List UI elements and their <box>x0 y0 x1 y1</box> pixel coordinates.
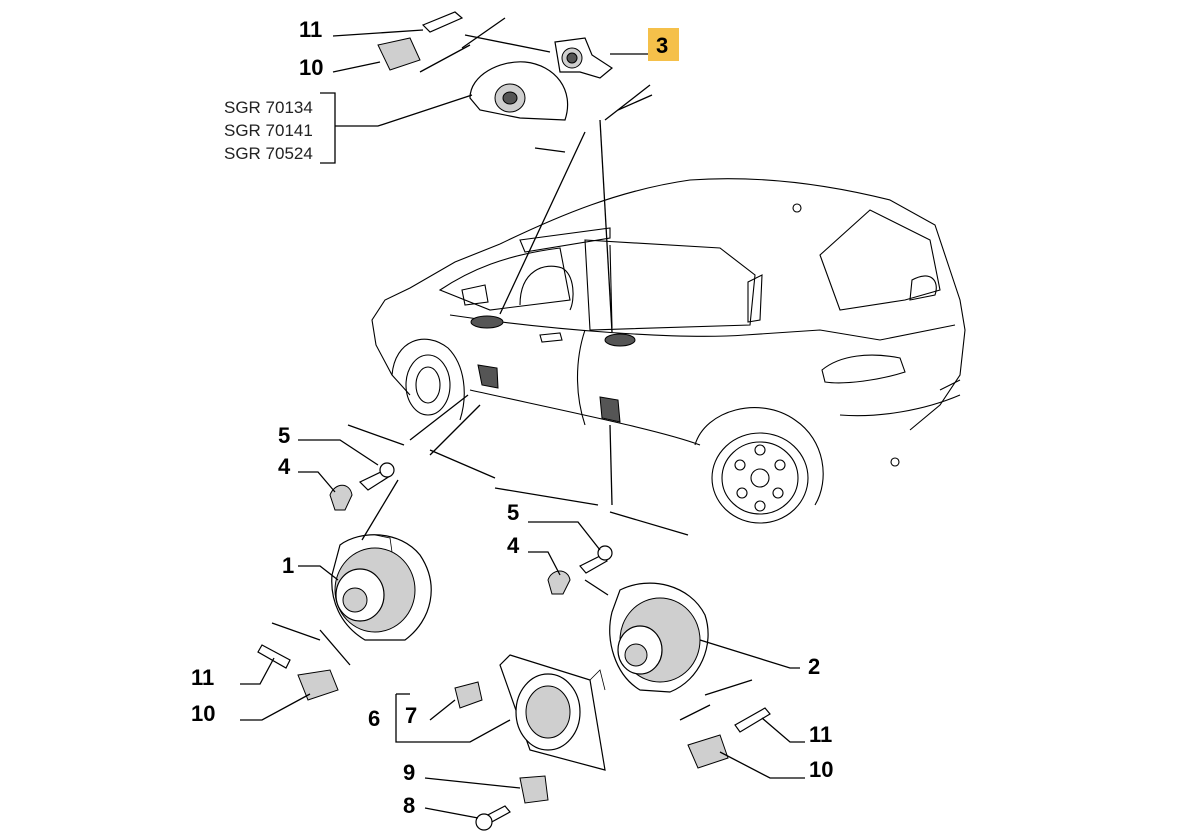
callout-5-left: 5 <box>278 423 290 448</box>
reference-code: SGR 70134 <box>224 98 313 117</box>
leader-lines <box>240 17 805 819</box>
connector-part-10-top <box>377 37 421 71</box>
callout-1: 1 <box>282 553 294 578</box>
tweeter-bracket-part-3 <box>554 37 614 79</box>
reference-code: SGR 70141 <box>224 121 313 140</box>
car-illustration <box>371 178 966 524</box>
clip-part-7 <box>454 681 483 709</box>
woofer-mount-rear <box>599 396 621 423</box>
woofer-mount-front <box>477 364 499 389</box>
callout-11-right: 11 <box>809 722 832 747</box>
clip-part-4-b <box>547 570 571 595</box>
callout-10-right: 10 <box>809 757 833 782</box>
callout-highlight-3 <box>648 28 679 61</box>
screw-part-5-b <box>579 554 608 574</box>
clip-part-4-a <box>329 484 353 511</box>
tweeter-cover-part <box>469 61 569 121</box>
mounting-plate-part-6 <box>499 654 606 771</box>
terminal-part-11-left <box>257 644 291 669</box>
callout-4-right: 4 <box>507 533 520 558</box>
speaker-part-2 <box>609 582 709 693</box>
callout-11-top: 11 <box>299 17 322 42</box>
callout-10-top: 10 <box>299 55 323 80</box>
callout-labels: 11 10 3 5 4 1 5 4 2 11 10 6 7 11 10 9 8 <box>191 17 833 818</box>
callout-2: 2 <box>808 654 820 679</box>
callout-6: 6 <box>368 706 380 731</box>
connector-part-10-right <box>687 734 729 769</box>
connector-part-10-left <box>297 669 339 701</box>
callout-11-left: 11 <box>191 665 214 690</box>
speaker-part-1 <box>331 534 432 641</box>
callout-9: 9 <box>403 760 415 785</box>
callout-3: 3 <box>656 33 668 58</box>
reference-code: SGR 70524 <box>224 144 313 163</box>
nut-part-9 <box>519 775 549 804</box>
tweeter-mount-rear <box>604 333 636 347</box>
tweeter-mount-front <box>470 315 504 329</box>
callout-4-left: 4 <box>278 454 291 479</box>
callout-5-right: 5 <box>507 500 519 525</box>
callout-7: 7 <box>405 703 417 728</box>
callout-8: 8 <box>403 793 415 818</box>
callout-10-left: 10 <box>191 701 215 726</box>
reference-codes: SGR 70134 SGR 70141 SGR 70524 <box>224 98 313 163</box>
terminal-part-11-top <box>421 11 464 33</box>
terminal-part-11-right <box>734 707 771 733</box>
